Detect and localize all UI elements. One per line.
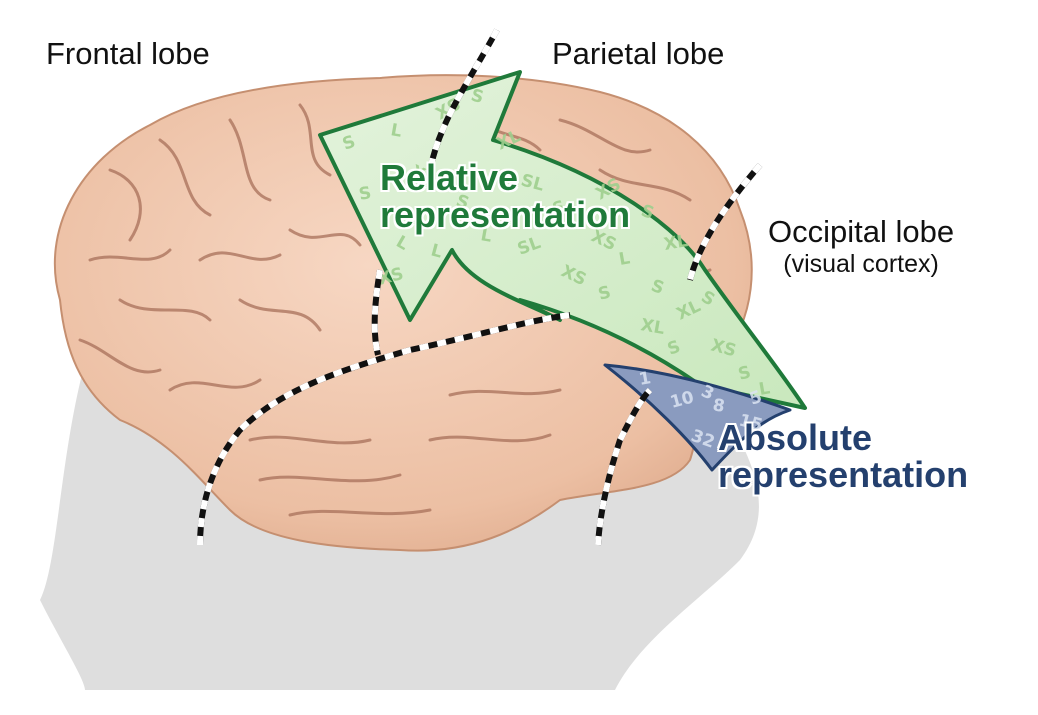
occipital-title: Occipital lobe: [768, 214, 955, 249]
absolute-glyph: 1: [637, 368, 652, 390]
occipital-lobe-label: Occipital lobe (visual cortex): [768, 214, 954, 278]
frontal-lobe-label: Frontal lobe: [46, 36, 210, 71]
absolute-glyph: 8: [711, 395, 726, 417]
arrow-glyph: S: [469, 86, 486, 108]
relative-representation-label: Relative representation: [380, 157, 631, 235]
arrow-glyph: S: [736, 362, 753, 384]
arrow-glyph: XL: [639, 315, 666, 339]
arrow-glyph: L: [429, 241, 445, 263]
arrow-glyph: XL: [662, 231, 689, 255]
arrow-glyph: S: [357, 183, 373, 205]
parietal-lobe-label: Parietal lobe: [552, 36, 725, 71]
relative-line-1: Relative: [380, 157, 519, 198]
arrow-glyph: L: [617, 248, 631, 270]
absolute-line-1: Absolute: [718, 417, 873, 458]
relative-line-2: representation: [380, 193, 631, 235]
absolute-representation-label: Absolute representation: [718, 417, 969, 495]
occipital-subtitle: (visual cortex): [783, 249, 939, 278]
absolute-line-2: representation: [718, 453, 969, 495]
arrow-glyph: L: [757, 378, 771, 400]
lobe-boundaries: [197, 28, 763, 546]
arrow-glyph: L: [479, 225, 493, 247]
arrow-glyph: S: [596, 282, 613, 304]
arrow-glyph: L: [389, 120, 403, 142]
